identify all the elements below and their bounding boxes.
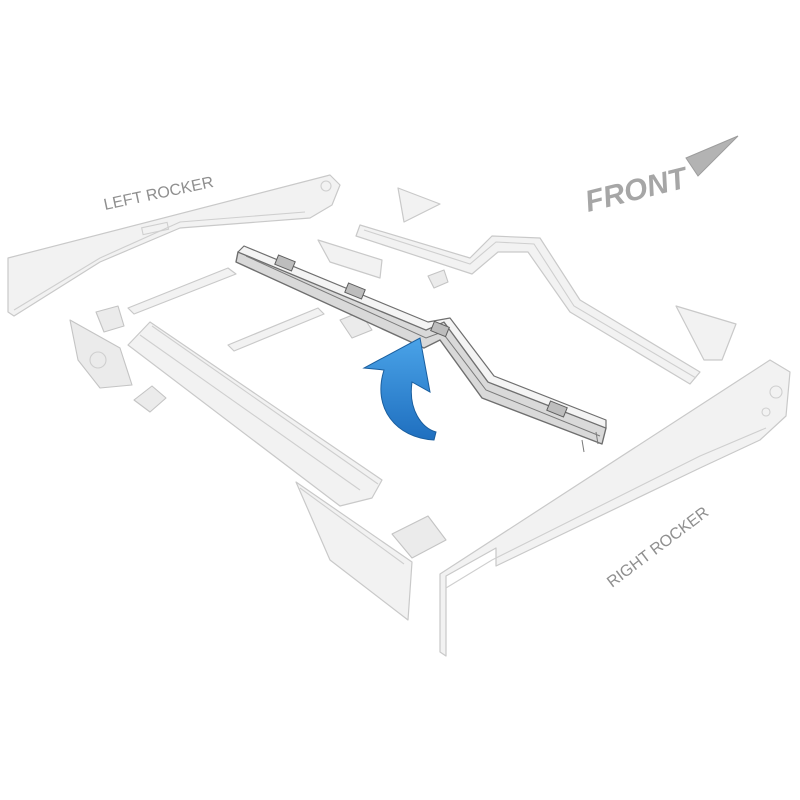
lower-left-support xyxy=(295,481,413,621)
front-floor-strip xyxy=(127,267,237,315)
middle-floor-strip xyxy=(227,307,325,352)
front-label: FRONT xyxy=(582,161,693,219)
left-small-plate xyxy=(95,305,125,333)
front-direction-arrow-icon xyxy=(685,135,739,177)
top-gusset xyxy=(397,187,441,223)
right-rocker-panel xyxy=(439,359,791,657)
upper-clip xyxy=(427,269,449,289)
lower-mount-plate xyxy=(391,515,447,559)
curved-install-arrow-icon xyxy=(362,337,437,441)
small-top-bracket xyxy=(317,239,383,279)
left-front-bracket xyxy=(69,319,133,389)
rail-bracket-4 xyxy=(546,400,568,418)
right-rocker-label: RIGHT ROCKER xyxy=(604,504,712,591)
left-mount-clip xyxy=(133,385,167,413)
rail-bracket-1 xyxy=(274,254,296,272)
rail-bracket-2 xyxy=(344,282,366,300)
left-inner-channel xyxy=(127,321,383,507)
right-rear-crossmember xyxy=(355,224,701,385)
left-rocker-panel xyxy=(7,174,341,317)
rail-bracket-3 xyxy=(430,320,450,338)
right-front-bracket xyxy=(675,305,737,361)
left-rocker-label: LEFT ROCKER xyxy=(102,174,215,214)
highlighted-frame-rail xyxy=(235,245,607,453)
